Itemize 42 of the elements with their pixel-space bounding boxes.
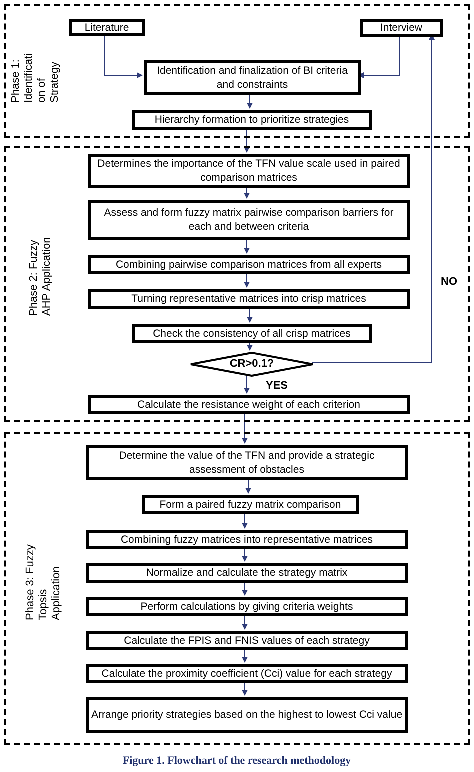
phase-label: Phase 2: Fuzzy AHP Application [28, 236, 54, 316]
process-box: Calculate the proximity coefficient (Cci) value for each strategy [86, 664, 408, 683]
process-box: Determine the value of the TFN and provide a strategic assessment of obstacles [86, 445, 408, 480]
phase-label: Phase 1: Identificati on of Strategy [10, 52, 62, 103]
arrow [104, 34, 143, 78]
arrow [242, 412, 248, 444]
arrow [247, 92, 253, 109]
arrow [242, 580, 248, 596]
arrow [247, 340, 253, 351]
phase-band [4, 4, 470, 138]
arrow [242, 512, 248, 529]
arrow [242, 546, 248, 562]
process-box: Calculate the FPIS and FNIS values of each strategy [86, 631, 408, 650]
process-box: Hierarchy formation to prioritize strategies [132, 110, 372, 130]
arrow [244, 374, 250, 394]
process-box: Literature [69, 19, 145, 36]
phase-band [4, 432, 470, 745]
phase-band [4, 146, 470, 422]
process-box: Assess and form fuzzy matrix pairwise comparison barriers for each and between criteria [88, 200, 410, 240]
process-box: Combining fuzzy matrices into representative matrices [86, 530, 408, 549]
process-box: Normalize and calculate the strategy matrix [86, 563, 408, 583]
arrow [242, 614, 248, 630]
arrow [244, 128, 250, 153]
arrow [246, 478, 252, 494]
arrow [244, 238, 250, 254]
process-box: Identification and finalization of BI criteria and constraints [144, 60, 361, 95]
process-box: Perform calculations by giving criteria weights [86, 597, 408, 616]
arrow [247, 306, 253, 323]
decision-diamond: CR>0.1? [190, 352, 314, 377]
process-box: Calculate the resistance weight of each criterion [88, 395, 410, 414]
arrow [242, 680, 248, 696]
process-box: Determines the importance of the TFN value scale used in paired comparison matrices [88, 154, 410, 188]
process-box: Form a paired fuzzy matrix comparison [142, 495, 359, 514]
process-box: Turning representative matrices into crisp matrices [88, 289, 410, 309]
figure-caption: Figure 1. Flowchart of the research methodology [122, 754, 352, 769]
process-box: Combining pairwise comparison matrices from all experts [88, 255, 410, 274]
phase-label: Phase 3: Fuzzy Topsis Application [24, 544, 64, 620]
arrow [244, 272, 250, 288]
process-box: Interview [360, 19, 443, 37]
process-box: Arrange priority strategies based on the highest to lowest Cci value [86, 697, 408, 733]
process-box: Check the consistency of all crisp matrices [132, 324, 372, 343]
arrow [242, 648, 248, 663]
